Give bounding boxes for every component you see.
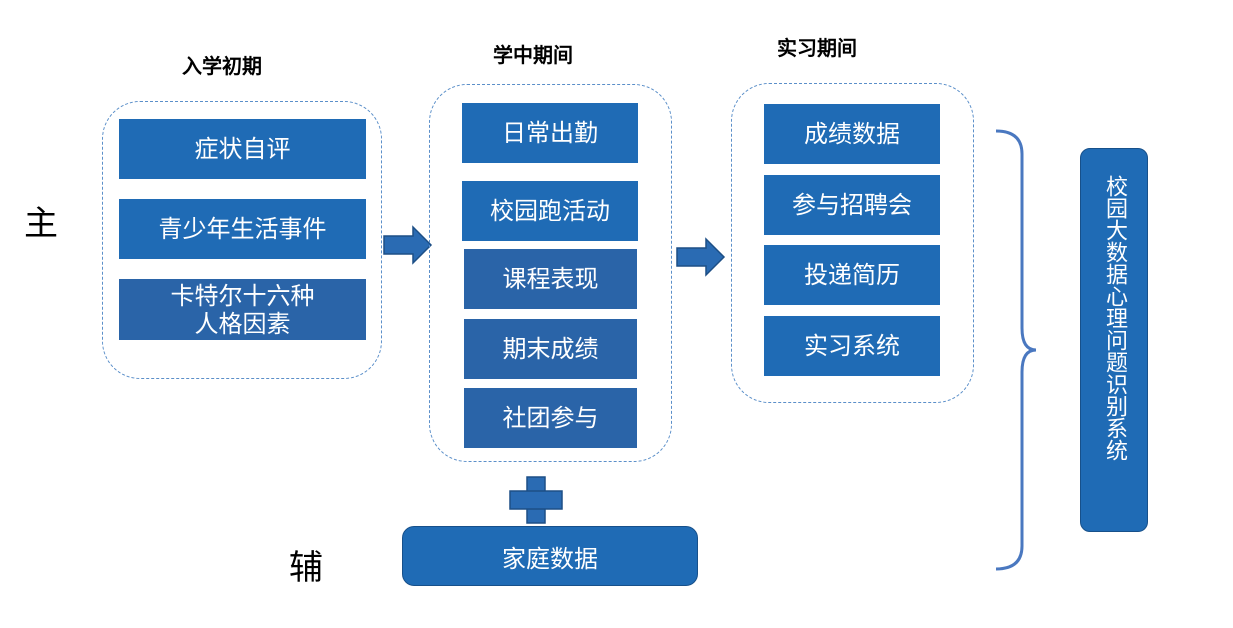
phase-group-enrollment (102, 101, 382, 379)
phase-title-study: 学中期间 (493, 43, 573, 67)
item-final-grades: 期末成绩 (464, 319, 637, 379)
phase-group-study (429, 84, 672, 462)
main-label: 主 (24, 204, 58, 244)
item-16pf: 卡特尔十六种 人格因素 (119, 279, 366, 340)
phase-title-internship: 实习期间 (777, 36, 857, 60)
item-job-fair: 参与招聘会 (764, 175, 940, 235)
item-life-events: 青少年生活事件 (119, 199, 366, 259)
system-box: 校园大数据心理问题识别系统 (1080, 148, 1148, 532)
plus-icon (509, 476, 563, 524)
system-label: 校园大数据心理问题识别系统 (1102, 175, 1127, 461)
arrow-right-icon (676, 237, 726, 277)
item-course-performance: 课程表现 (464, 249, 637, 309)
item-club-participation: 社团参与 (464, 388, 637, 448)
item-daily-attendance: 日常出勤 (462, 103, 638, 163)
item-grade-data: 成绩数据 (764, 104, 940, 164)
phase-title-enrollment: 入学初期 (182, 54, 262, 78)
item-campus-run: 校园跑活动 (462, 181, 638, 241)
aux-label: 辅 (289, 548, 323, 588)
brace-icon (995, 129, 1037, 571)
item-symptom-self-assessment: 症状自评 (119, 119, 366, 179)
phase-group-internship (731, 83, 974, 403)
family-data-box: 家庭数据 (402, 526, 698, 586)
item-resume-submission: 投递简历 (764, 245, 940, 305)
item-internship-system: 实习系统 (764, 316, 940, 376)
arrow-right-icon (383, 225, 433, 265)
